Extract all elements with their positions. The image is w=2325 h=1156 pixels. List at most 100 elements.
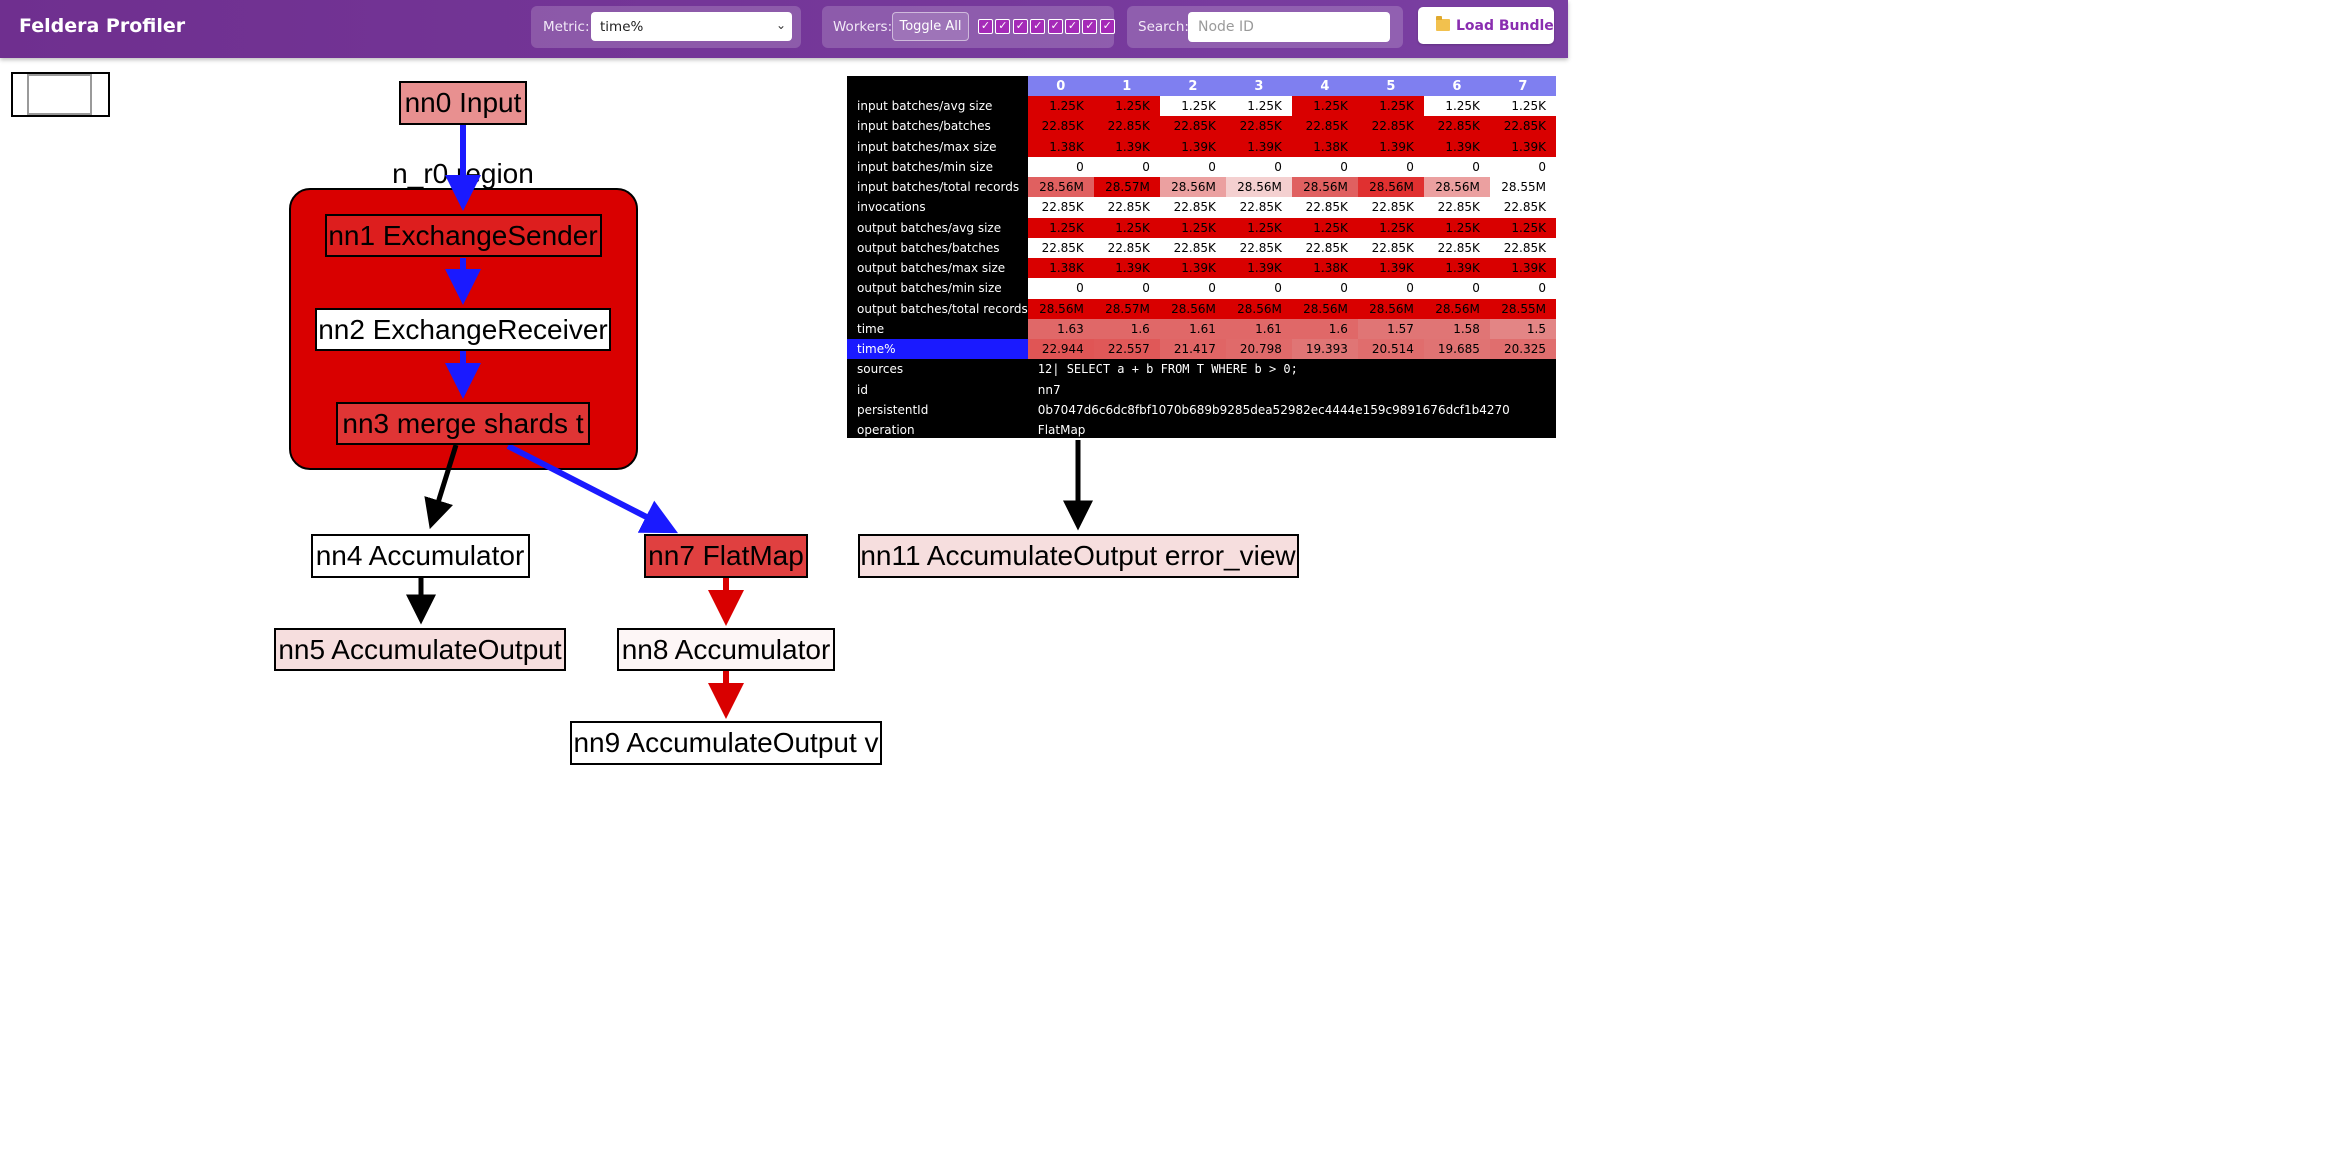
metric-row-label: input batches/avg size [857,99,993,114]
worker-checkbox-4[interactable]: ✓ [1047,19,1063,34]
metric-control: Metric: time% ⌄ [531,6,801,48]
node-nn7-label: nn7 FlatMap [648,540,804,571]
metric-cell: 28.56M [1423,177,1490,198]
node-nn0[interactable]: nn0 Input [399,81,527,125]
metric-cell: 1.25K [1357,96,1424,117]
metric-cell: 1.25K [1093,96,1160,117]
node-nn3[interactable]: nn3 merge shards t [336,402,590,445]
worker-column-header: 0 [1027,76,1094,96]
metric-cell: 1.25K [1489,96,1556,117]
minimap-viewport[interactable] [27,74,92,115]
worker-checkbox-7[interactable]: ✓ [1099,19,1115,34]
node-nn11[interactable]: nn11 AccumulateOutput error_view [858,534,1299,578]
load-bundle-label: Load Bundle [1456,18,1554,34]
metric-cell: 20.325 [1489,339,1556,360]
metric-row-label: input batches/total records [857,180,1020,195]
node-nn2-label: nn2 ExchangeReceiver [318,314,608,345]
metric-row-label: invocations [857,200,926,215]
metric-cell: 22.85K [1489,197,1556,218]
metric-cell: 22.85K [1423,237,1490,258]
edge-nn3-nn4 [424,444,459,530]
worker-checkbox-1[interactable]: ✓ [995,19,1011,34]
metric-cell: 22.85K [1027,116,1094,137]
metric-cell: 0 [1489,156,1556,177]
node-nn4[interactable]: nn4 Accumulator [311,534,530,578]
metric-cell: 20.514 [1357,339,1424,360]
worker-checkbox-5[interactable]: ✓ [1064,19,1080,34]
search-control: Search: [1127,6,1403,48]
app-title: Feldera Profiler [19,15,186,37]
node-nn4-label: nn4 Accumulator [316,540,525,571]
metric-cell: 1.61 [1225,318,1292,339]
worker-checkbox-6[interactable]: ✓ [1082,19,1098,34]
metric-cell: 1.39K [1093,258,1160,279]
metric-row-label: output batches/max size [857,261,1006,276]
metric-cell: 22.85K [1357,197,1424,218]
workers-label: Workers: [833,19,893,35]
metric-row-label: output batches/avg size [857,220,1002,235]
metric-cell: 22.85K [1357,116,1424,137]
node-nn2[interactable]: nn2 ExchangeReceiver [315,308,611,351]
metric-cell: 1.39K [1357,258,1424,279]
metric-cell: 1.25K [1423,96,1490,117]
metric-cell: 1.39K [1489,258,1556,279]
metric-row-label: input batches/min size [857,159,993,174]
metric-cell: 28.56M [1027,298,1094,319]
metric-cell: 0 [1225,278,1292,299]
metric-cell: 0 [1159,156,1226,177]
worker-checkbox-2[interactable]: ✓ [1012,19,1028,34]
worker-checkbox-3[interactable]: ✓ [1030,19,1046,34]
metric-cell: 22.85K [1027,197,1094,218]
metric-cell: 22.85K [1489,237,1556,258]
node-nn1[interactable]: nn1 ExchangeSender [325,214,602,257]
metric-cell: 22.85K [1423,116,1490,137]
node-nn5-label: nn5 AccumulateOutput [278,634,562,665]
metric-cell: 1.38K [1291,136,1358,157]
edge-nn3-nn7 [506,443,679,534]
node-nn9[interactable]: nn9 AccumulateOutput v [570,721,882,765]
metric-cell: 22.85K [1291,237,1358,258]
search-label: Search: [1138,19,1189,35]
metric-cell: 22.85K [1159,116,1226,137]
node-nn7[interactable]: nn7 FlatMap [644,534,808,578]
metric-cell: 28.56M [1357,298,1424,319]
meta-row-value: 0b7047d6c6dc8fbf1070b689b9285dea52982ec4… [1037,402,1510,417]
metric-cell: 1.25K [1027,217,1094,238]
metric-cell: 1.25K [1489,217,1556,238]
load-bundle-button[interactable]: Load Bundle [1418,7,1554,44]
metric-cell: 1.25K [1357,217,1424,238]
metric-cell: 1.39K [1093,136,1160,157]
minimap[interactable] [11,72,110,117]
search-input[interactable] [1188,12,1390,42]
metric-cell: 1.63 [1027,318,1094,339]
meta-row-value: 12| SELECT a + b FROM T WHERE b > 0; [1037,362,1298,377]
metric-cell: 1.38K [1027,136,1094,157]
metric-cell: 28.56M [1423,298,1490,319]
node-nn8[interactable]: nn8 Accumulator [617,628,835,671]
metric-cell: 20.798 [1225,339,1292,360]
worker-checkbox-0[interactable]: ✓ [978,19,993,34]
toggle-all-button[interactable]: Toggle All [892,12,969,41]
metric-cell: 0 [1159,278,1226,299]
header-corner [847,76,1028,96]
metric-cell: 22.85K [1423,197,1490,218]
node-nn5[interactable]: nn5 AccumulateOutput [274,628,566,671]
metric-cell: 28.55M [1489,177,1556,198]
metric-select[interactable]: time% ⌄ [591,12,792,41]
folder-icon [1436,16,1450,31]
